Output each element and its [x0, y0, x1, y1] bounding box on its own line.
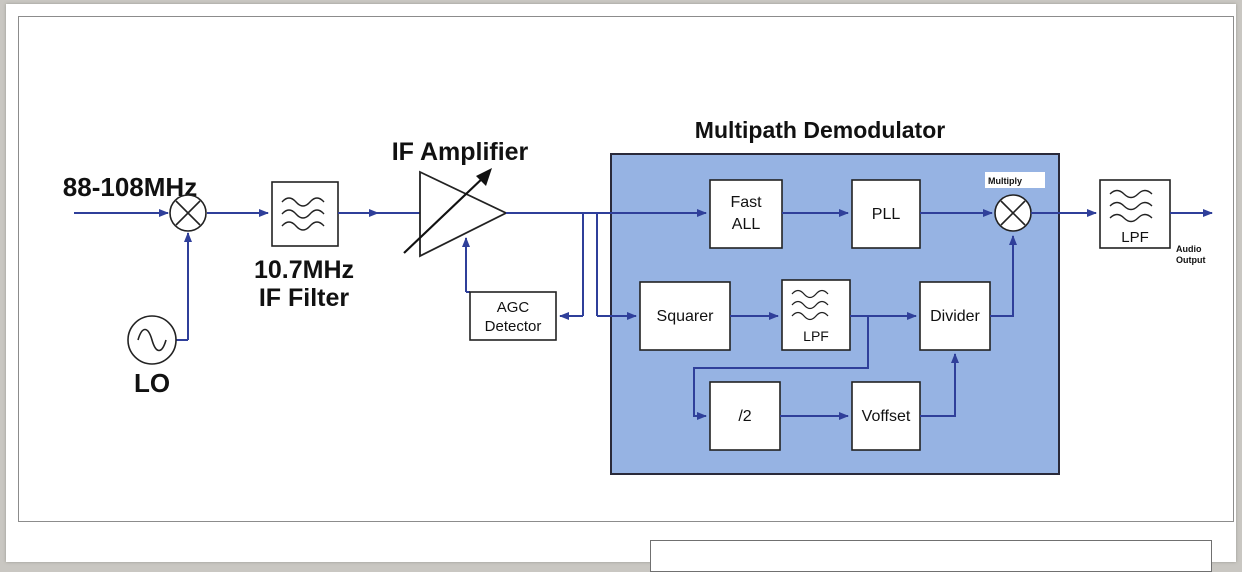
- inner-lpf-label: LPF: [803, 328, 829, 344]
- divider-mult-wire: [990, 235, 1017, 317]
- squarer-block: [639, 281, 731, 351]
- voffset-block: [851, 381, 921, 451]
- multiply-label: Multiply: [988, 176, 1022, 186]
- agc-label-2: Detector: [485, 318, 542, 335]
- inner-lpf-filter-icon: [791, 289, 829, 321]
- fast-all-block: [709, 179, 783, 249]
- oscillator-icon: [127, 315, 177, 365]
- output-lpf-filter-icon: [1109, 189, 1153, 223]
- divider-label: Divider: [930, 308, 980, 325]
- mixer-icon: [169, 194, 207, 232]
- audio-label-1: Audio: [1176, 244, 1202, 254]
- output-lpf-block: [1099, 179, 1171, 249]
- squarer-label: Squarer: [657, 308, 715, 325]
- if-filter-label-1: 10.7MHz: [254, 256, 354, 284]
- half-label: /2: [738, 408, 751, 425]
- multiply-label-box: [985, 172, 1045, 188]
- voffset-label: Voffset: [862, 408, 911, 425]
- filter-icon: [271, 181, 339, 247]
- amplifier-icon: [403, 168, 509, 258]
- lo-label: LO: [134, 368, 170, 398]
- if-filter-label-2: IF Filter: [259, 284, 350, 312]
- half-block: [709, 381, 781, 451]
- pll-label: PLL: [872, 206, 901, 223]
- output-lpf-label: LPF: [1121, 229, 1149, 246]
- divider-block: [919, 281, 991, 351]
- voffset-divider-wire: [920, 353, 959, 417]
- input-label: 88-108MHz: [63, 172, 197, 202]
- fast-all-label-2: ALL: [732, 216, 761, 233]
- agc-label-1: AGC: [497, 299, 530, 316]
- multiplier-icon: [994, 194, 1032, 232]
- agc-detector-block: [469, 291, 557, 341]
- lpf-half-wire: [693, 316, 869, 420]
- audio-label-2: Output: [1176, 255, 1206, 265]
- if-amp-label: IF Amplifier: [392, 138, 529, 166]
- demod-title: Multipath Demodulator: [695, 117, 945, 143]
- fast-all-label-1: Fast: [730, 194, 762, 211]
